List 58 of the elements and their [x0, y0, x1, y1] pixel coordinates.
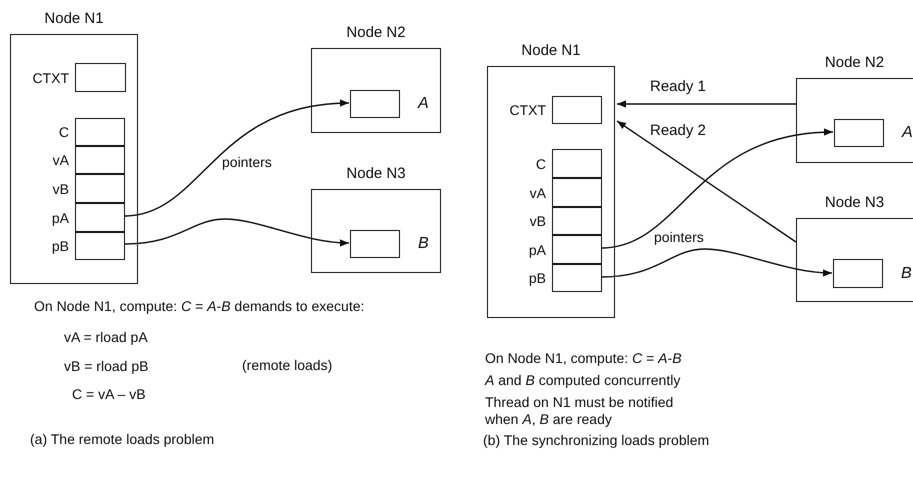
memory-cell [552, 207, 602, 235]
cell-label: vB [530, 213, 546, 229]
memory-cell [350, 230, 400, 258]
arrow [600, 248, 832, 278]
memory-cell [75, 146, 125, 174]
formula-text: vA = rload pA [64, 329, 148, 346]
cell-label: pB [528, 270, 546, 286]
node-title: Node N1 [521, 42, 581, 59]
memory-cell [552, 178, 602, 207]
note-text: On Node N1, compute: C = A-B demands to execute: [34, 298, 364, 315]
arrow [616, 120, 796, 243]
memory-cell [350, 90, 400, 118]
cell-label: A [418, 96, 429, 112]
formula-text: vB = rload pB [64, 358, 148, 375]
cell-label: C [536, 156, 546, 172]
memory-cell [834, 119, 884, 147]
note-text: (remote loads) [242, 357, 332, 374]
cell-label: pA [52, 210, 69, 226]
pointer-label: pointers [654, 229, 704, 246]
node-title: Node N3 [824, 194, 884, 211]
arrow [600, 129, 834, 249]
cell-label: CTXT [509, 102, 546, 118]
memory-cell [552, 149, 602, 178]
pointer-label: pointers [222, 154, 272, 171]
arrow [617, 100, 796, 108]
note-text: Thread on N1 must be notified when A, B are ready [485, 394, 674, 428]
memory-cell [75, 174, 125, 203]
memory-cell [833, 259, 883, 288]
memory-cell [75, 63, 126, 92]
cell-label: vA [530, 184, 546, 200]
cell-label: pB [52, 238, 69, 254]
formula-text: C = vA – vB [72, 386, 146, 403]
memory-cell [75, 232, 125, 260]
memory-cell [75, 118, 125, 146]
cell-label: pA [528, 242, 546, 258]
memory-cell [75, 203, 125, 232]
cell-label: B [418, 236, 429, 252]
edge-label: Ready 2 [648, 122, 708, 139]
memory-cell [552, 264, 602, 292]
cell-label: C [58, 124, 69, 140]
caption-text: (a) The remote loads problem [30, 431, 214, 448]
node-title: Node N1 [44, 10, 104, 27]
node-title: Node N2 [824, 54, 884, 71]
arrow [124, 218, 350, 246]
cell-label: A [902, 125, 913, 141]
memory-cell [552, 235, 602, 264]
cell-label: B [901, 266, 912, 282]
note-text: On Node N1, compute: C = A-B [485, 350, 682, 367]
cell-label: vA [52, 152, 69, 168]
memory-cell [552, 96, 602, 124]
node-title: Node N3 [346, 165, 406, 182]
note-text: A and B computed concurrently [485, 372, 680, 389]
node-title: Node N2 [346, 24, 406, 41]
caption-text: (b) The synchronizing loads problem [483, 432, 710, 449]
cell-label: CTXT [32, 70, 69, 86]
arrow [124, 100, 350, 217]
cell-label: vB [52, 180, 69, 196]
edge-label: Ready 1 [648, 78, 708, 95]
